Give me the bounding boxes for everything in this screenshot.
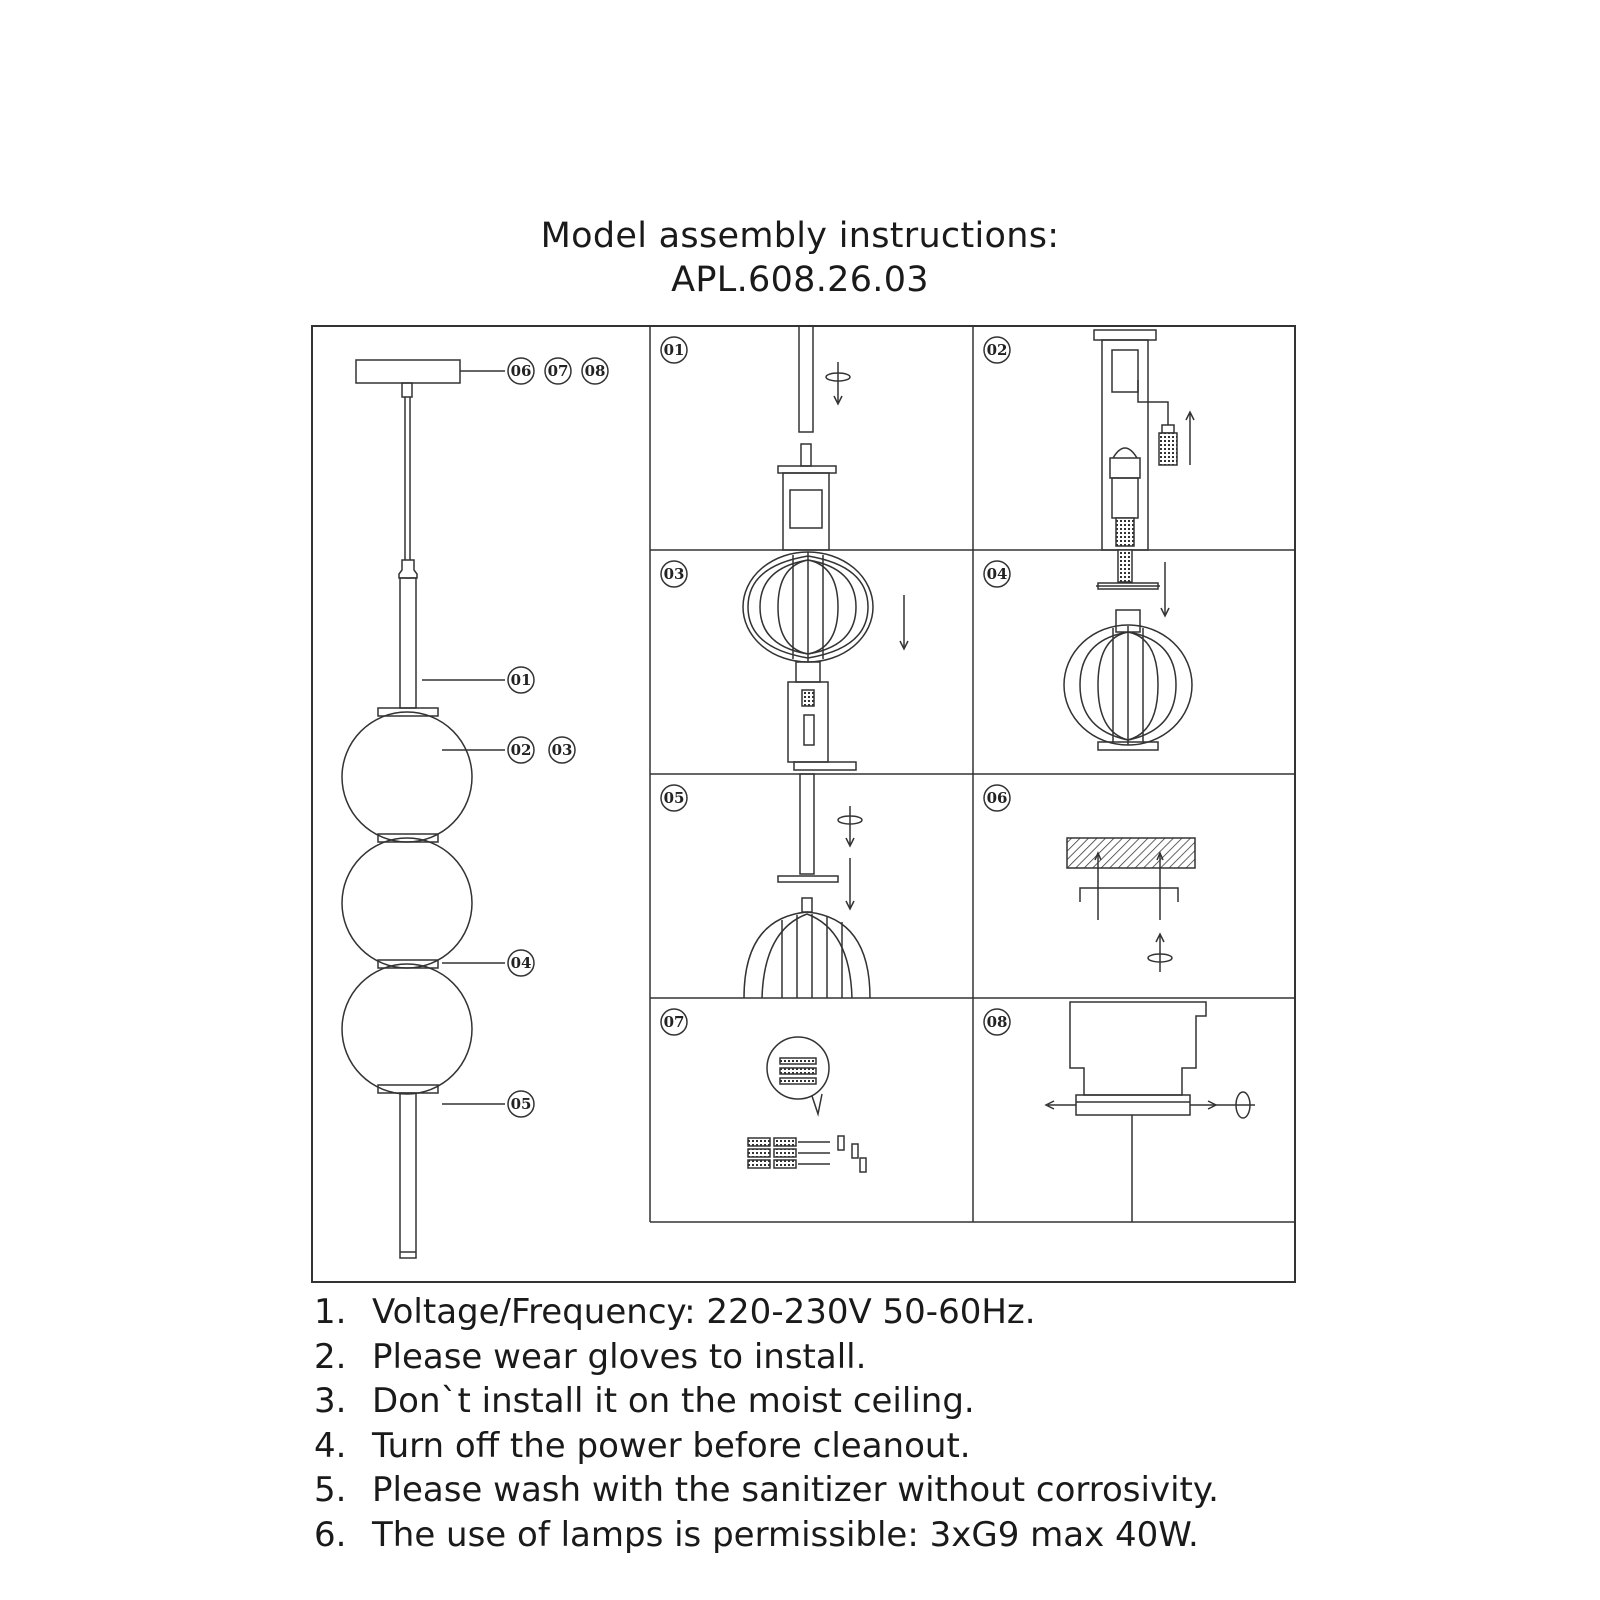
step-badge-05: 05: [660, 784, 688, 812]
lamp-overview: [341, 359, 505, 1259]
step-badge-04: 04: [983, 560, 1011, 588]
callout-04: 04: [511, 954, 532, 972]
callout-ring: 04: [507, 949, 535, 977]
list-item: 3. Don`t install it on the moist ceiling.: [314, 1379, 1219, 1424]
step-06-illustration: [1066, 837, 1196, 972]
callout-02: 02: [511, 741, 532, 759]
note-number: 6.: [314, 1514, 347, 1555]
model-number: APL.608.26.03: [671, 260, 929, 300]
step-label-07: 07: [664, 1013, 685, 1031]
list-item: 2. Please wear gloves to install.: [314, 1335, 1219, 1380]
step-label-08: 08: [987, 1013, 1008, 1031]
note-text: Voltage/Frequency: 220-230V 50-60Hz.: [372, 1292, 1036, 1332]
step-badge-03: 03: [660, 560, 688, 588]
step-badge-06: 06: [983, 784, 1011, 812]
step-label-06: 06: [987, 789, 1008, 807]
step-label-02: 02: [987, 341, 1008, 359]
list-item: 1. Voltage/Frequency: 220-230V 50-60Hz.: [314, 1290, 1219, 1335]
list-item: 4. Turn off the power before cleanout.: [314, 1424, 1219, 1469]
callout-06: 06: [511, 362, 532, 380]
note-number: 3.: [314, 1381, 347, 1421]
callout-01: 01: [511, 671, 532, 689]
callout-08: 08: [585, 362, 606, 380]
callout-bottom: 05: [507, 1090, 535, 1118]
callout-07: 07: [548, 362, 569, 380]
step-badge-01: 01: [660, 336, 688, 364]
step-08-illustration: [1044, 1001, 1255, 1222]
step-badges: 01 02 03 04 05 06 07 08: [660, 336, 1011, 1036]
callout-05: 05: [511, 1095, 532, 1113]
note-text: The use of lamps is permissible: 3xG9 ma…: [372, 1514, 1199, 1555]
step-04-illustration: [1063, 549, 1193, 751]
callout-rod: 01: [507, 666, 535, 694]
step-label-04: 04: [987, 565, 1008, 583]
callout-03: 03: [552, 741, 573, 759]
step-badge-08: 08: [983, 1008, 1011, 1036]
step-label-01: 01: [664, 341, 685, 359]
callout-globe: 02 03: [507, 736, 576, 764]
note-number: 4.: [314, 1425, 347, 1466]
note-number: 1.: [314, 1292, 347, 1332]
note-number: 2.: [314, 1336, 347, 1377]
list-item: 5. Please wash with the sanitizer without…: [314, 1468, 1219, 1513]
step-badge-07: 07: [660, 1008, 688, 1036]
step-label-03: 03: [664, 565, 685, 583]
callout-badges: 06 07 08 01 02 03 04 05: [507, 357, 609, 1118]
list-item: 6. The use of lamps is permissible: 3xG9 …: [314, 1513, 1219, 1558]
note-text: Please wash with the sanitizer without c…: [372, 1470, 1219, 1510]
note-text: Don`t install it on the moist ceiling.: [372, 1381, 975, 1421]
step-label-05: 05: [664, 789, 685, 807]
page-title: Model assembly instructions:: [540, 216, 1060, 256]
step-05-illustration: [743, 773, 871, 999]
step-badge-02: 02: [983, 336, 1011, 364]
instructions-list: 1. Voltage/Frequency: 220-230V 50-60Hz. 2…: [314, 1290, 1219, 1557]
step-03-illustration: [742, 551, 909, 771]
note-number: 5.: [314, 1470, 347, 1510]
step-02-illustration: [1093, 329, 1195, 551]
note-text: Turn off the power before cleanout.: [372, 1425, 971, 1466]
step-07-illustration: [747, 1036, 867, 1173]
callout-canopy: 06 07 08: [507, 357, 609, 385]
note-text: Please wear gloves to install.: [372, 1336, 867, 1377]
step-01-illustration: [777, 325, 851, 551]
